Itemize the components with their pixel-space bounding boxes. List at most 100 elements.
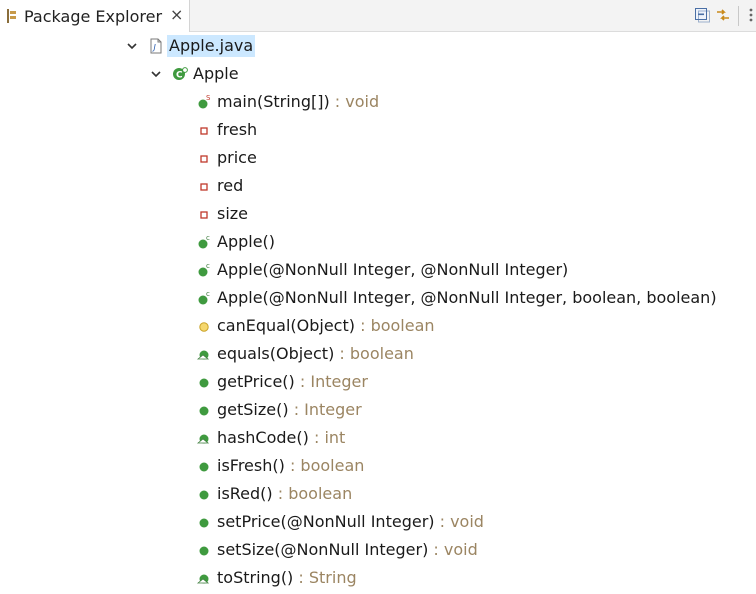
member-return-type: : boolean (334, 344, 414, 363)
tree-item-member[interactable]: isRed() : boolean (0, 480, 756, 508)
package-explorer-icon (7, 9, 16, 23)
tree-item-member[interactable]: toString() : String (0, 564, 756, 592)
member-label: setPrice(@NonNull Integer) : void (215, 511, 486, 533)
member-label: getPrice() : Integer (215, 371, 370, 393)
member-signature: price (217, 148, 257, 167)
member-signature: setSize(@NonNull Integer) (217, 540, 429, 559)
tree-item-member[interactable]: isFresh() : boolean (0, 452, 756, 480)
public-method-icon (199, 462, 209, 472)
member-return-type: : void (329, 92, 380, 111)
private-field-icon (200, 155, 208, 163)
member-return-type: : boolean (355, 316, 435, 335)
member-signature: fresh (217, 120, 258, 139)
member-label: hashCode() : int (215, 427, 347, 449)
chevron-down-icon[interactable] (148, 66, 164, 82)
tree-item-member[interactable]: setPrice(@NonNull Integer) : void (0, 508, 756, 536)
svg-text:C: C (176, 71, 183, 81)
member-label: Apple(@NonNull Integer, @NonNull Integer… (215, 287, 719, 309)
override-method-icon (196, 350, 210, 360)
public-method-icon (199, 546, 209, 556)
protected-method-icon (199, 322, 209, 332)
link-with-editor-icon[interactable] (714, 6, 732, 24)
member-label: isRed() : boolean (215, 483, 354, 505)
tree-item-member[interactable]: fresh (0, 116, 756, 144)
member-label: equals(Object) : boolean (215, 343, 416, 365)
member-signature: isRed() (217, 484, 273, 503)
member-return-type: : Integer (294, 372, 368, 391)
toolbar-separator (738, 6, 739, 26)
member-label: setSize(@NonNull Integer) : void (215, 539, 480, 561)
java-file-icon: J (150, 38, 162, 54)
member-label: red (215, 175, 245, 197)
member-signature: Apple(@NonNull Integer, @NonNull Integer… (217, 260, 569, 279)
member-return-type: : boolean (272, 484, 353, 503)
private-field-icon (200, 183, 208, 191)
view-tab-bar: Package Explorer × (0, 0, 756, 32)
tree-item-member[interactable]: canEqual(Object) : boolean (0, 312, 756, 340)
member-return-type: : Integer (288, 400, 362, 419)
member-signature: equals(Object) (217, 344, 335, 363)
member-signature: getSize() (217, 400, 289, 419)
tree-item-member[interactable]: getSize() : Integer (0, 396, 756, 424)
constructor-icon: c (198, 290, 210, 305)
tree-item-member[interactable]: hashCode() : int (0, 424, 756, 452)
member-signature: getPrice() (217, 372, 295, 391)
tree-item-member[interactable]: setSize(@NonNull Integer) : void (0, 536, 756, 564)
member-signature: Apple() (217, 232, 276, 251)
member-signature: red (217, 176, 244, 195)
public-method-icon (199, 518, 209, 528)
tree-item-member[interactable]: equals(Object) : boolean (0, 340, 756, 368)
member-return-type: : String (293, 568, 357, 587)
tree-item-member[interactable]: red (0, 172, 756, 200)
member-signature: size (217, 204, 249, 223)
member-signature: setPrice(@NonNull Integer) (217, 512, 435, 531)
member-signature: hashCode() (217, 428, 309, 447)
collapse-all-icon[interactable] (693, 6, 711, 24)
member-label: Apple(@NonNull Integer, @NonNull Integer… (215, 259, 570, 281)
svg-text:c: c (206, 290, 210, 298)
public-method-icon (199, 378, 209, 388)
member-label: price (215, 147, 259, 169)
tree-item-member[interactable]: c Apple(@NonNull Integer, @NonNull Intege… (0, 284, 756, 312)
member-return-type: : int (308, 428, 346, 447)
tree-item-member[interactable]: c Apple() (0, 228, 756, 256)
svg-text:c: c (206, 262, 210, 270)
member-signature: canEqual(Object) (217, 316, 355, 335)
member-return-type: : boolean (284, 456, 365, 475)
tree-item-file[interactable]: J Apple.java (0, 32, 756, 60)
member-label: getSize() : Integer (215, 399, 364, 421)
public-method-icon (199, 406, 209, 416)
svg-text:J: J (152, 43, 157, 52)
member-label: main(String[]) : void (215, 91, 381, 113)
public-method-icon (199, 490, 209, 500)
private-field-icon (200, 211, 208, 219)
svg-text:S: S (206, 94, 211, 102)
view-menu-icon[interactable] (745, 4, 756, 26)
tree-item-member[interactable]: price (0, 144, 756, 172)
close-icon[interactable]: × (170, 5, 184, 24)
member-label: Apple() (215, 231, 277, 253)
tree-item-class[interactable]: C Apple (0, 60, 756, 88)
tree-item-member[interactable]: c Apple(@NonNull Integer, @NonNull Intege… (0, 256, 756, 284)
member-label: isFresh() : boolean (215, 455, 366, 477)
tree-item-member[interactable]: size (0, 200, 756, 228)
override-method-icon (196, 434, 210, 444)
class-icon: C (173, 67, 188, 81)
class-label: Apple (193, 64, 239, 83)
constructor-icon: c (198, 234, 210, 249)
tree-item-member[interactable]: getPrice() : Integer (0, 368, 756, 396)
member-label: canEqual(Object) : boolean (215, 315, 437, 337)
member-signature: toString() (217, 568, 294, 587)
svg-text:c: c (206, 234, 210, 242)
chevron-down-icon[interactable] (124, 38, 140, 54)
override-method-icon (196, 574, 210, 584)
file-label: Apple.java (167, 35, 256, 57)
tab-title: Package Explorer (24, 7, 163, 26)
member-signature: Apple(@NonNull Integer, @NonNull Integer… (217, 288, 717, 307)
member-return-type: : void (428, 540, 478, 559)
private-field-icon (200, 127, 208, 135)
member-signature: main(String[]) (217, 92, 330, 111)
tab-package-explorer[interactable]: Package Explorer × (0, 0, 190, 32)
